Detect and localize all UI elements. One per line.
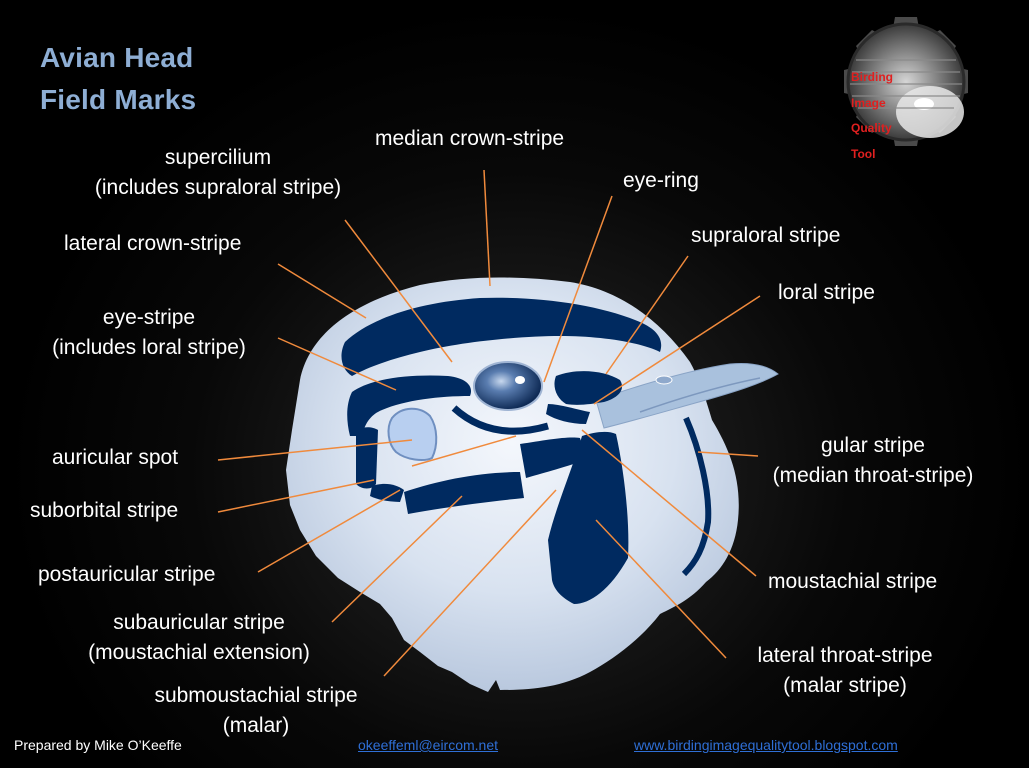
- label-supercilium-note: (includes supraloral stripe): [94, 176, 342, 199]
- title-line-1: Avian Head: [40, 42, 194, 73]
- leader-supraloral-stripe: [605, 255, 689, 375]
- label-subauricular-stripe: subauricular stripe: [113, 611, 285, 634]
- label-postauricular-stripe: postauricular stripe: [38, 563, 216, 586]
- eye: [473, 361, 543, 411]
- leader-supercilium: [344, 219, 453, 363]
- eye-highlight: [515, 376, 525, 384]
- leader-lateral-crown-stripe: [277, 263, 367, 319]
- leader-lateral-throat-stripe: [595, 519, 727, 659]
- postauricular-stripe-mark: [356, 427, 378, 489]
- bill-line: [639, 377, 761, 413]
- leader-subauricular-stripe: [331, 495, 463, 623]
- label-lateral-throat-stripe: lateral throat-stripe: [757, 644, 933, 667]
- logo-text-quality: Quality: [851, 121, 892, 135]
- subauricular-stripe-mark: [404, 472, 524, 514]
- lateral-crown-stripe-mark: [341, 297, 662, 376]
- label-suborbital-stripe: suborbital stripe: [30, 499, 179, 522]
- footer-website-link[interactable]: www.birdingimagequalitytool.blogspot.com: [634, 737, 898, 753]
- leader-loral-stripe: [593, 295, 761, 405]
- title-line-2: Field Marks: [40, 84, 197, 115]
- logo-text-image: Image: [851, 96, 886, 110]
- leader-moustachial-stripe: [581, 429, 757, 577]
- leader-submoustachial-stripe: [383, 489, 557, 677]
- label-eye-ring: eye-ring: [623, 169, 699, 192]
- label-subauricular-stripe-note: (moustachial extension): [88, 641, 310, 664]
- logo-icon: [844, 17, 968, 146]
- label-median-crown-stripe: median crown-stripe: [375, 127, 565, 150]
- logo-text-birding: Birding: [851, 70, 893, 84]
- footer-credit: Prepared by Mike O’Keeffe: [14, 737, 182, 753]
- logo-text-tool: Tool: [851, 147, 876, 161]
- leader-eye-ring-lower: [411, 435, 517, 467]
- eye-ring-mark: [451, 405, 549, 435]
- label-lateral-crown-stripe: lateral crown-stripe: [64, 232, 242, 255]
- leader-lines: [217, 169, 761, 677]
- label-eye-stripe-note: (includes loral stripe): [52, 336, 246, 359]
- moustachial-stripe-mark: [520, 437, 586, 478]
- label-submoustachial-stripe-note: (malar): [222, 714, 290, 737]
- gular-stripe-mark: [681, 416, 712, 577]
- leader-postauricular-stripe: [257, 489, 401, 573]
- label-gular-stripe-note: (median throat-stripe): [772, 464, 974, 487]
- label-moustachial-stripe: moustachial stripe: [768, 570, 938, 593]
- leader-gular-stripe: [697, 451, 759, 457]
- leader-auricular-spot: [217, 439, 413, 461]
- label-supercilium: supercilium: [164, 146, 272, 169]
- nostril-icon: [655, 375, 673, 385]
- leader-suborbital-stripe: [217, 479, 375, 513]
- label-submoustachial-stripe: submoustachial stripe: [154, 684, 358, 707]
- loral-stripe-mark: [546, 404, 590, 424]
- label-eye-stripe: eye-stripe: [102, 306, 196, 329]
- leader-median-crown-stripe: [483, 169, 491, 287]
- leader-eye-ring: [543, 195, 613, 383]
- eye-stripe-mark: [347, 375, 472, 436]
- footer-email-link[interactable]: okeeffeml@eircom.net: [358, 737, 499, 753]
- label-auricular-spot: auricular spot: [52, 446, 179, 469]
- label-lateral-throat-stripe-note: (malar stripe): [783, 674, 907, 697]
- lateral-throat-stripe-mark: [548, 431, 629, 604]
- label-gular-stripe: gular stripe: [821, 434, 925, 457]
- label-loral-stripe: loral stripe: [778, 281, 875, 304]
- auricular-spot-mark: [387, 407, 438, 461]
- suborbital-stripe-mark: [370, 483, 404, 502]
- label-supraloral-stripe: supraloral stripe: [691, 224, 841, 247]
- leader-eye-stripe: [277, 337, 397, 391]
